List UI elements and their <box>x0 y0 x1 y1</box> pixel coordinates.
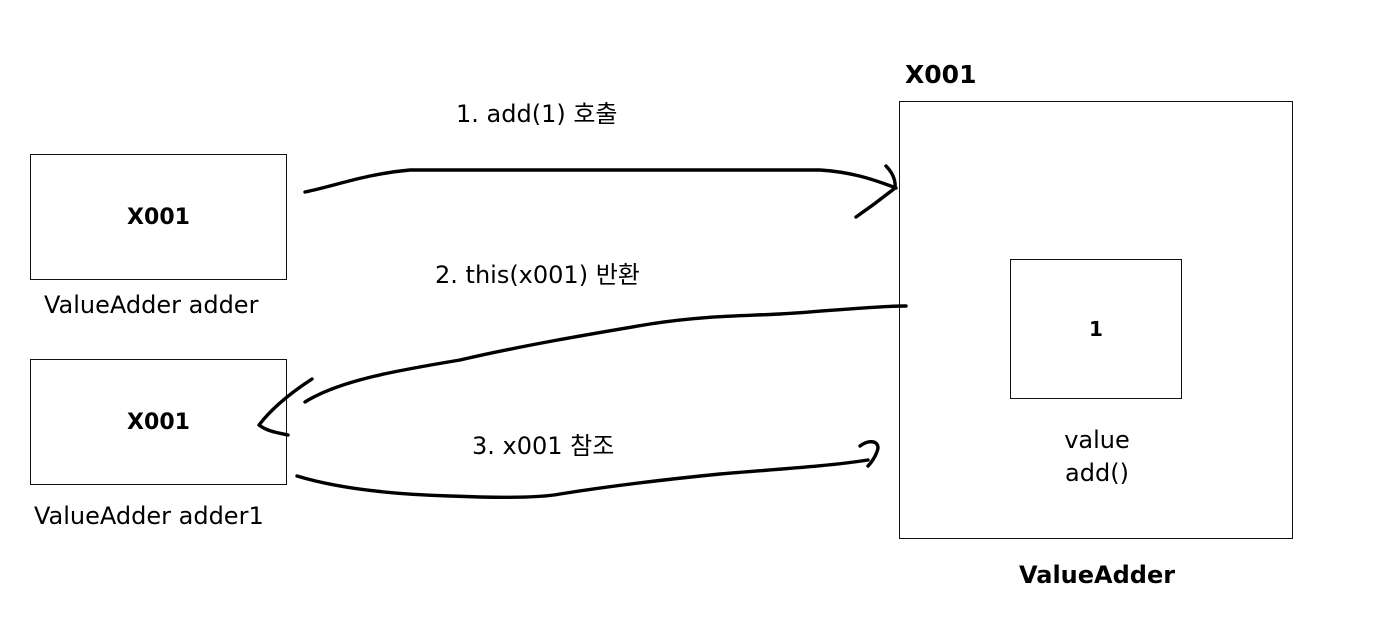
method-name-label: add() <box>1065 459 1129 487</box>
call-arrow-head <box>854 164 897 219</box>
field-name-label: value <box>1064 426 1130 454</box>
step-2-label: 2. this(x001) 반환 <box>435 261 640 289</box>
call-arrow-line <box>303 168 898 194</box>
value-field-box: 1 <box>1010 259 1182 399</box>
adder-reference-value: X001 <box>127 204 190 230</box>
reference-arrow-head <box>858 440 880 468</box>
adder1-reference-box: X001 <box>30 359 287 485</box>
reference-arrow-line <box>295 458 870 499</box>
return-arrow-head <box>257 377 314 437</box>
adder1-variable-caption: ValueAdder adder1 <box>34 502 264 530</box>
adder-reference-box: X001 <box>30 154 287 280</box>
return-arrow-line <box>303 304 908 404</box>
adder-variable-caption: ValueAdder adder <box>44 291 259 319</box>
adder1-reference-value: X001 <box>127 409 190 435</box>
class-name-label: ValueAdder <box>1019 561 1176 589</box>
step-1-label: 1. add(1) 호출 <box>456 100 618 128</box>
value-field-number: 1 <box>1089 317 1103 341</box>
instance-address-label: X001 <box>905 60 977 89</box>
step-3-label: 3. x001 참조 <box>472 432 615 460</box>
